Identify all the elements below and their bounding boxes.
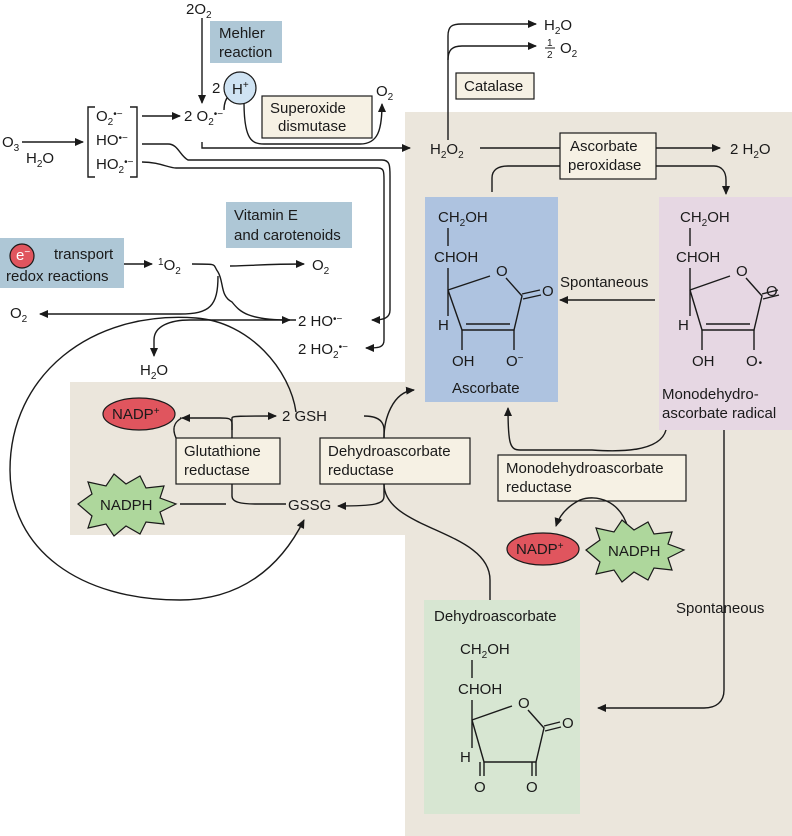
h-coef: 2 [212, 80, 220, 97]
mdha-reductase-label-1: Monodehydroascorbate [506, 460, 664, 477]
svg-text:O−: O− [506, 353, 524, 370]
nadp-label: NADP+ [112, 406, 160, 423]
h-plus-label: H+ [232, 80, 249, 98]
o3-label: O3 [2, 134, 20, 154]
svg-text:O: O [474, 779, 486, 796]
svg-text:O: O [562, 715, 574, 732]
mdha-radical-label-2: ascorbate radical [662, 405, 776, 422]
superoxide-dismutase-label-2: dismutase [278, 118, 346, 135]
vitamin-e-label-1: Vitamin E [234, 207, 298, 224]
spontaneous-label-2: Spontaneous [676, 600, 764, 617]
nadph-icon-2 [585, 519, 686, 583]
glutathione-reductase-box [175, 437, 281, 485]
mdha-radical-label-1: Monodehydro- [662, 386, 759, 403]
svg-text:CHOH: CHOH [676, 249, 720, 266]
mdha-panel [659, 197, 792, 430]
mehler-label-2: reaction [219, 44, 272, 61]
superoxide-dismutase-label-1: Superoxide [270, 100, 346, 117]
h2o2-label: H2O2 [430, 141, 464, 161]
vitamin-e-label-2: and carotenoids [234, 227, 341, 244]
dha-panel [424, 600, 580, 814]
o2-half-label: O2 [560, 40, 578, 60]
svg-text:CH2OH: CH2OH [438, 209, 488, 229]
o2-radical-label: O2•− [96, 108, 123, 128]
ascorbate-label: Ascorbate [452, 380, 520, 397]
nadph-label: NADPH [100, 497, 153, 514]
nadp-icon-2 [506, 532, 580, 566]
svg-text:H: H [678, 317, 689, 334]
mehler-label-1: Mehler [219, 25, 265, 42]
ascorbate-structure: CH2OH CHOH O O H OH O− [434, 209, 554, 370]
two-o2-label: 2O2 [186, 1, 212, 21]
half-numerator: 1 [547, 38, 553, 49]
svg-text:CH2OH: CH2OH [460, 641, 510, 661]
spontaneous-label-1: Spontaneous [560, 274, 648, 291]
o2-left-label: O2 [10, 305, 28, 325]
mdha-reductase-label-2: reductase [506, 479, 572, 496]
svg-text:O: O [542, 283, 554, 300]
nadp-icon [102, 397, 176, 431]
glutathione-reductase-label-2: reductase [184, 462, 250, 479]
svg-text:OH: OH [692, 353, 715, 370]
svg-text:H: H [460, 749, 471, 766]
redox-label: redox reactions [6, 268, 109, 285]
mdha-reductase-box [497, 454, 687, 502]
o2-top-label: O2 [376, 83, 394, 103]
svg-text:CHOH: CHOH [434, 249, 478, 266]
o2-mid-label: O2 [312, 257, 330, 277]
dha-reductase-label-1: Dehydroascorbate [328, 443, 451, 460]
two-h2o-label: 2 H2O [730, 141, 771, 161]
svg-text:OH: OH [452, 353, 475, 370]
singlet-o2-label: 1O2 [158, 257, 181, 277]
two-ho2-label: 2 HO2•− [298, 341, 348, 361]
electron-icon [9, 243, 35, 269]
nadp-label-2: NADP+ [516, 541, 564, 558]
h-plus-icon [223, 71, 257, 105]
two-ho-label: 2 HO•− [298, 313, 343, 330]
svg-text:O: O [736, 263, 748, 280]
electron-label: e− [16, 247, 30, 264]
svg-text:O: O [518, 695, 530, 712]
dha-reductase-label-2: reductase [328, 462, 394, 479]
superoxide-dismutase-box [261, 95, 373, 139]
dha-reductase-box [319, 437, 471, 485]
mdha-structure: CH2OH CHOH O O H OH O• [676, 209, 780, 370]
ascorbate-peroxidase-label-2: peroxidase [568, 157, 641, 174]
h2o-mid-label: H2O [140, 362, 168, 382]
gssg-label: GSSG [288, 497, 331, 514]
nadph-icon [77, 473, 178, 537]
half-denominator: 2 [547, 50, 553, 61]
catalase-box [455, 72, 535, 100]
nadph-label-2: NADPH [608, 543, 661, 560]
transport-label: transport [54, 246, 114, 263]
svg-text:CHOH: CHOH [458, 681, 502, 698]
ascorbate-peroxidase-box [559, 132, 657, 180]
dehydroascorbate-label: Dehydroascorbate [434, 608, 557, 625]
ho2-radical-label: HO2•− [96, 156, 134, 176]
svg-text:O•: O• [746, 353, 763, 370]
dha-structure: CH2OH CHOH O O H O O [458, 641, 574, 796]
two-o2-radical-label: 2 O2•− [184, 108, 223, 128]
svg-text:O: O [766, 283, 778, 300]
two-gsh-label: 2 GSH [282, 408, 327, 425]
glutathione-reductase-label-1: Glutathione [184, 443, 261, 460]
h2o-left-label: H2O [26, 150, 54, 170]
catalase-label: Catalase [464, 78, 523, 95]
svg-text:O: O [526, 779, 538, 796]
ascorbate-peroxidase-label-1: Ascorbate [570, 138, 638, 155]
ho-radical-label: HO•− [96, 132, 128, 149]
h2o-top-label: H2O [544, 17, 572, 37]
svg-text:O: O [496, 263, 508, 280]
mehler-label-box [210, 21, 282, 63]
ascorbate-panel [425, 197, 558, 402]
svg-text:H: H [438, 317, 449, 334]
svg-text:CH2OH: CH2OH [680, 209, 730, 229]
vitamin-e-label-box [226, 202, 352, 248]
